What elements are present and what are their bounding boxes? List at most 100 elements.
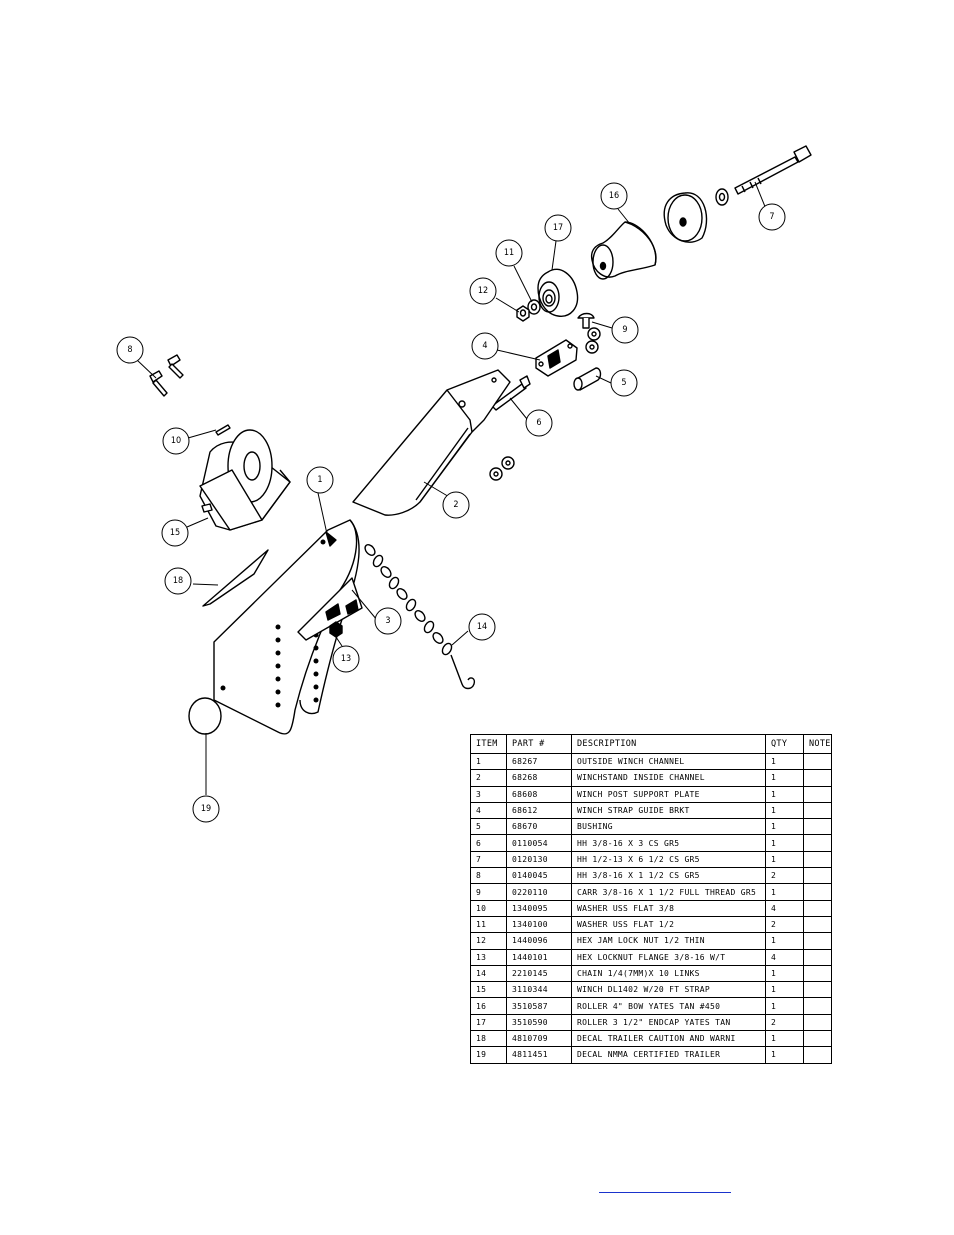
callout-19: 19 [201, 804, 211, 814]
cell-qty: 1 [765, 997, 804, 1015]
callout-7: 7 [769, 212, 774, 222]
header-note: NOTE [803, 734, 832, 754]
cell-part-number: 3510587 [506, 997, 572, 1015]
cell-note [803, 964, 832, 983]
cell-item: 1 [470, 752, 507, 771]
cell-item: 16 [470, 997, 507, 1015]
cell-item: 19 [470, 1046, 507, 1064]
part-18-decal [202, 549, 269, 607]
cell-part-number: 0110054 [506, 834, 572, 852]
callout-17: 17 [553, 223, 563, 233]
cell-item: 17 [470, 1013, 507, 1032]
hyperlink-underline[interactable] [599, 1192, 731, 1193]
cell-part-number: 68268 [506, 769, 572, 787]
callout-circles [116, 182, 786, 823]
callout-9: 9 [622, 325, 627, 335]
cell-qty: 1 [765, 981, 804, 999]
cell-part-number: 1440101 [506, 948, 572, 966]
cell-qty: 1 [765, 964, 804, 983]
cell-part-number: 3110344 [506, 981, 572, 999]
part-1-outside-channel [213, 519, 360, 735]
cell-part-number: 4810709 [506, 1030, 572, 1048]
header-item: ITEM [470, 734, 507, 754]
callout-8: 8 [127, 345, 132, 355]
callout-12: 12 [478, 286, 488, 296]
cell-note [803, 867, 832, 885]
part-9-carriage-bolt [577, 312, 595, 329]
part-roller-endcap-outer [663, 192, 708, 243]
cell-item: 10 [470, 899, 507, 917]
cell-part-number: 1440096 [506, 932, 572, 950]
cell-note [803, 752, 832, 771]
part-washer-bolt [715, 188, 729, 206]
cell-description: CHAIN 1/4(7MM)X 10 LINKS [571, 964, 766, 983]
part-12-nut [516, 305, 530, 322]
part-3-support-plate [297, 577, 363, 641]
cell-qty: 2 [765, 1013, 804, 1032]
cell-qty: 4 [765, 948, 804, 966]
cell-qty: 1 [765, 932, 804, 950]
table-header-row: ITEM PART # DESCRIPTION QTY NOTE [470, 734, 832, 754]
part-7-bolt [734, 145, 812, 195]
cell-part-number: 1340100 [506, 915, 572, 934]
cell-note [803, 1030, 832, 1048]
cell-note [803, 883, 832, 901]
part-14-chain [364, 544, 476, 690]
cell-qty: 1 [765, 1046, 804, 1064]
cell-note [803, 981, 832, 999]
cell-description: WASHER USS FLAT 3/8 [571, 899, 766, 917]
cell-item: 4 [470, 801, 507, 820]
part-13-locknut [329, 621, 343, 638]
cell-description: HEX JAM LOCK NUT 1/2 THIN [571, 932, 766, 950]
cell-item: 6 [470, 834, 507, 852]
cell-part-number: 68608 [506, 785, 572, 803]
header-description: DESCRIPTION [571, 734, 766, 754]
cell-note [803, 834, 832, 852]
cell-item: 7 [470, 850, 507, 869]
callout-numbers: 1 2 3 4 5 6 7 8 10 11 12 13 14 15 16 17 … [127, 191, 774, 814]
cell-note [803, 818, 832, 836]
part-10-washer [215, 424, 231, 436]
cell-part-number: 4811451 [506, 1046, 572, 1064]
cell-part-number: 68267 [506, 752, 572, 771]
part-4-strap-guide-bracket [535, 339, 578, 377]
cell-note [803, 948, 832, 966]
callout-15: 15 [170, 528, 180, 538]
cell-item: 12 [470, 932, 507, 950]
cell-description: WINCHSTAND INSIDE CHANNEL [571, 769, 766, 787]
cell-description: WINCH DL1402 W/20 FT STRAP [571, 981, 766, 999]
cell-note [803, 785, 832, 803]
cell-part-number: 0140045 [506, 867, 572, 885]
callout-18: 18 [173, 576, 183, 586]
callout-5: 5 [621, 378, 626, 388]
cell-part-number: 68670 [506, 818, 572, 836]
part-6-bolt [491, 375, 531, 411]
part-16-bow-roller [590, 221, 657, 280]
part-19-round-decal [188, 697, 222, 735]
callout-3: 3 [385, 616, 390, 626]
part-nuts-2 [489, 456, 515, 481]
cell-description: WINCH STRAP GUIDE BRKT [571, 801, 766, 820]
cell-note [803, 997, 832, 1015]
cell-item: 5 [470, 818, 507, 836]
part-11-washer [527, 299, 541, 315]
cell-item: 14 [470, 964, 507, 983]
cell-note [803, 915, 832, 934]
cell-item: 15 [470, 981, 507, 999]
cell-description: HH 1/2-13 X 6 1/2 CS GR5 [571, 850, 766, 869]
cell-item: 11 [470, 915, 507, 934]
